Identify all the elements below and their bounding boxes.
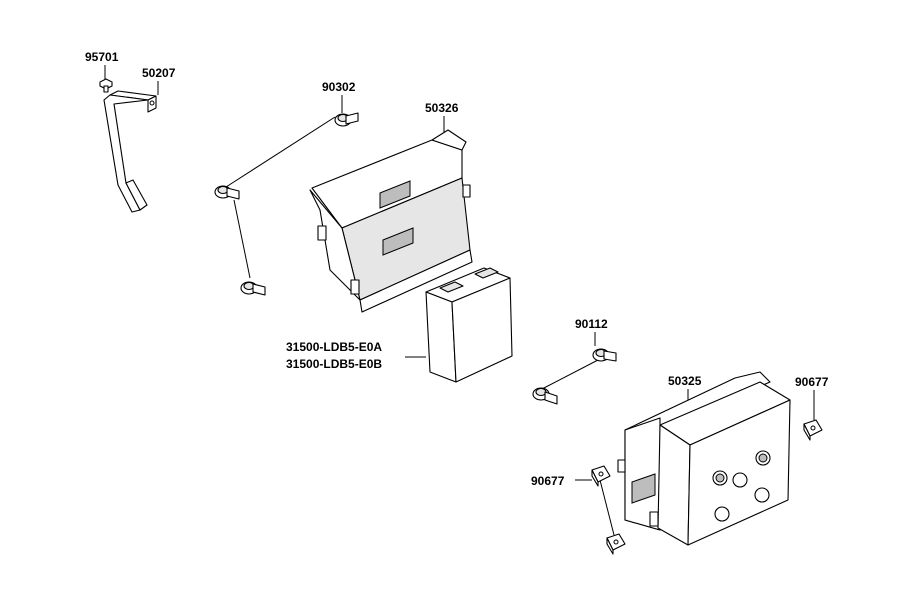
- bolt-90302-top-icon: [334, 112, 359, 127]
- label-95701: 95701: [85, 50, 119, 64]
- bolt-95701-icon: [99, 78, 113, 93]
- stay-50207-icon: [103, 90, 157, 213]
- nut-90677-right-icon: [803, 419, 823, 441]
- battery-case-50326-icon: [309, 129, 473, 313]
- label-90302: 90302: [322, 80, 356, 94]
- nut-90677-left-bottom-icon: [606, 533, 626, 555]
- label-battery-e0a: 31500-LDB5-E0A: [286, 340, 382, 354]
- label-battery-e0b: 31500-LDB5-E0B: [286, 357, 382, 371]
- label-50326: 50326: [425, 101, 459, 115]
- bolt-90302-mid-icon: [214, 185, 240, 200]
- bolt-90302-bottom-icon: [240, 281, 266, 296]
- label-50325: 50325: [668, 374, 702, 388]
- label-90677-right: 90677: [795, 375, 829, 389]
- cover-50325-icon: [617, 371, 791, 546]
- nut-90677-left-top-icon: [591, 465, 611, 487]
- label-90112: 90112: [575, 317, 608, 331]
- label-50207: 50207: [142, 66, 176, 80]
- bolt-90112-top-icon: [592, 348, 617, 362]
- leader-lines: [104, 65, 815, 536]
- bolt-90112-bottom-icon: [532, 387, 558, 405]
- battery-icon: [425, 267, 513, 383]
- label-90677-left: 90677: [531, 474, 565, 488]
